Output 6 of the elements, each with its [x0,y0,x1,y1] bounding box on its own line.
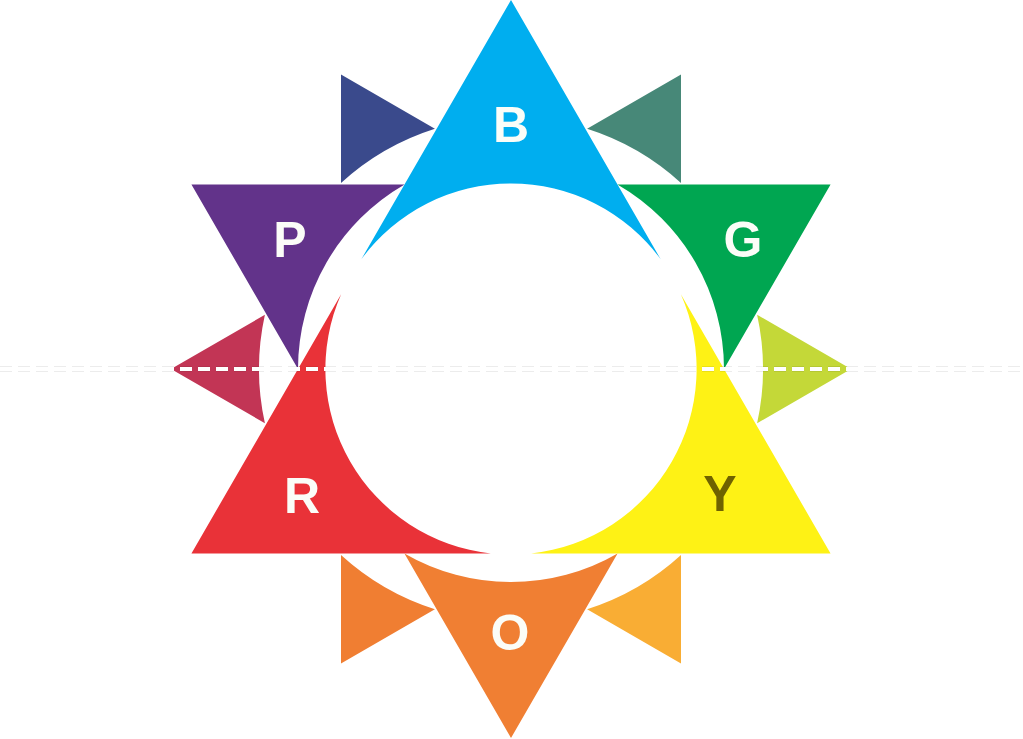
segment-letter: R [283,471,321,521]
segment-letter: Y [703,469,737,519]
segment-letter: O [490,608,530,658]
segment-letter: P [273,215,307,265]
segment-letter: B [492,100,530,150]
segment-letter: G [723,215,763,265]
